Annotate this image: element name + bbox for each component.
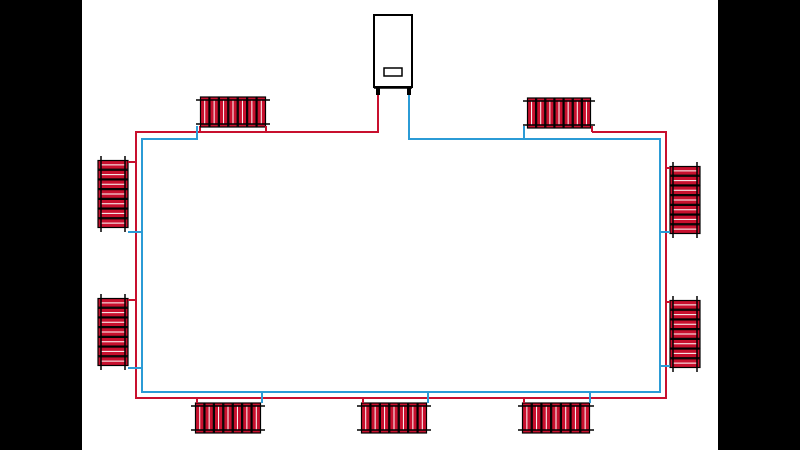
background-left-bar (0, 0, 82, 450)
radiators (97, 96, 701, 434)
boiler-supply-fitting (376, 88, 380, 95)
radiator-left-lower (97, 294, 142, 370)
radiator-bottom-right (518, 392, 594, 434)
radiator-bottom-center (357, 392, 431, 434)
boiler-return-fitting (407, 88, 411, 95)
background-right-bar (718, 0, 800, 450)
radiator-right-lower (660, 296, 701, 372)
wall-boiler-icon (373, 14, 413, 95)
radiator-top-right (523, 97, 595, 132)
radiator-left-upper (97, 156, 142, 233)
supply-pipe-loop (135, 94, 667, 399)
return-pipe-loop (141, 94, 661, 393)
boiler-display (383, 67, 403, 77)
radiator-top-left (196, 96, 270, 132)
radiator-bottom-left (191, 392, 265, 434)
radiator-right-upper (660, 162, 701, 238)
return-pipe (141, 94, 661, 393)
